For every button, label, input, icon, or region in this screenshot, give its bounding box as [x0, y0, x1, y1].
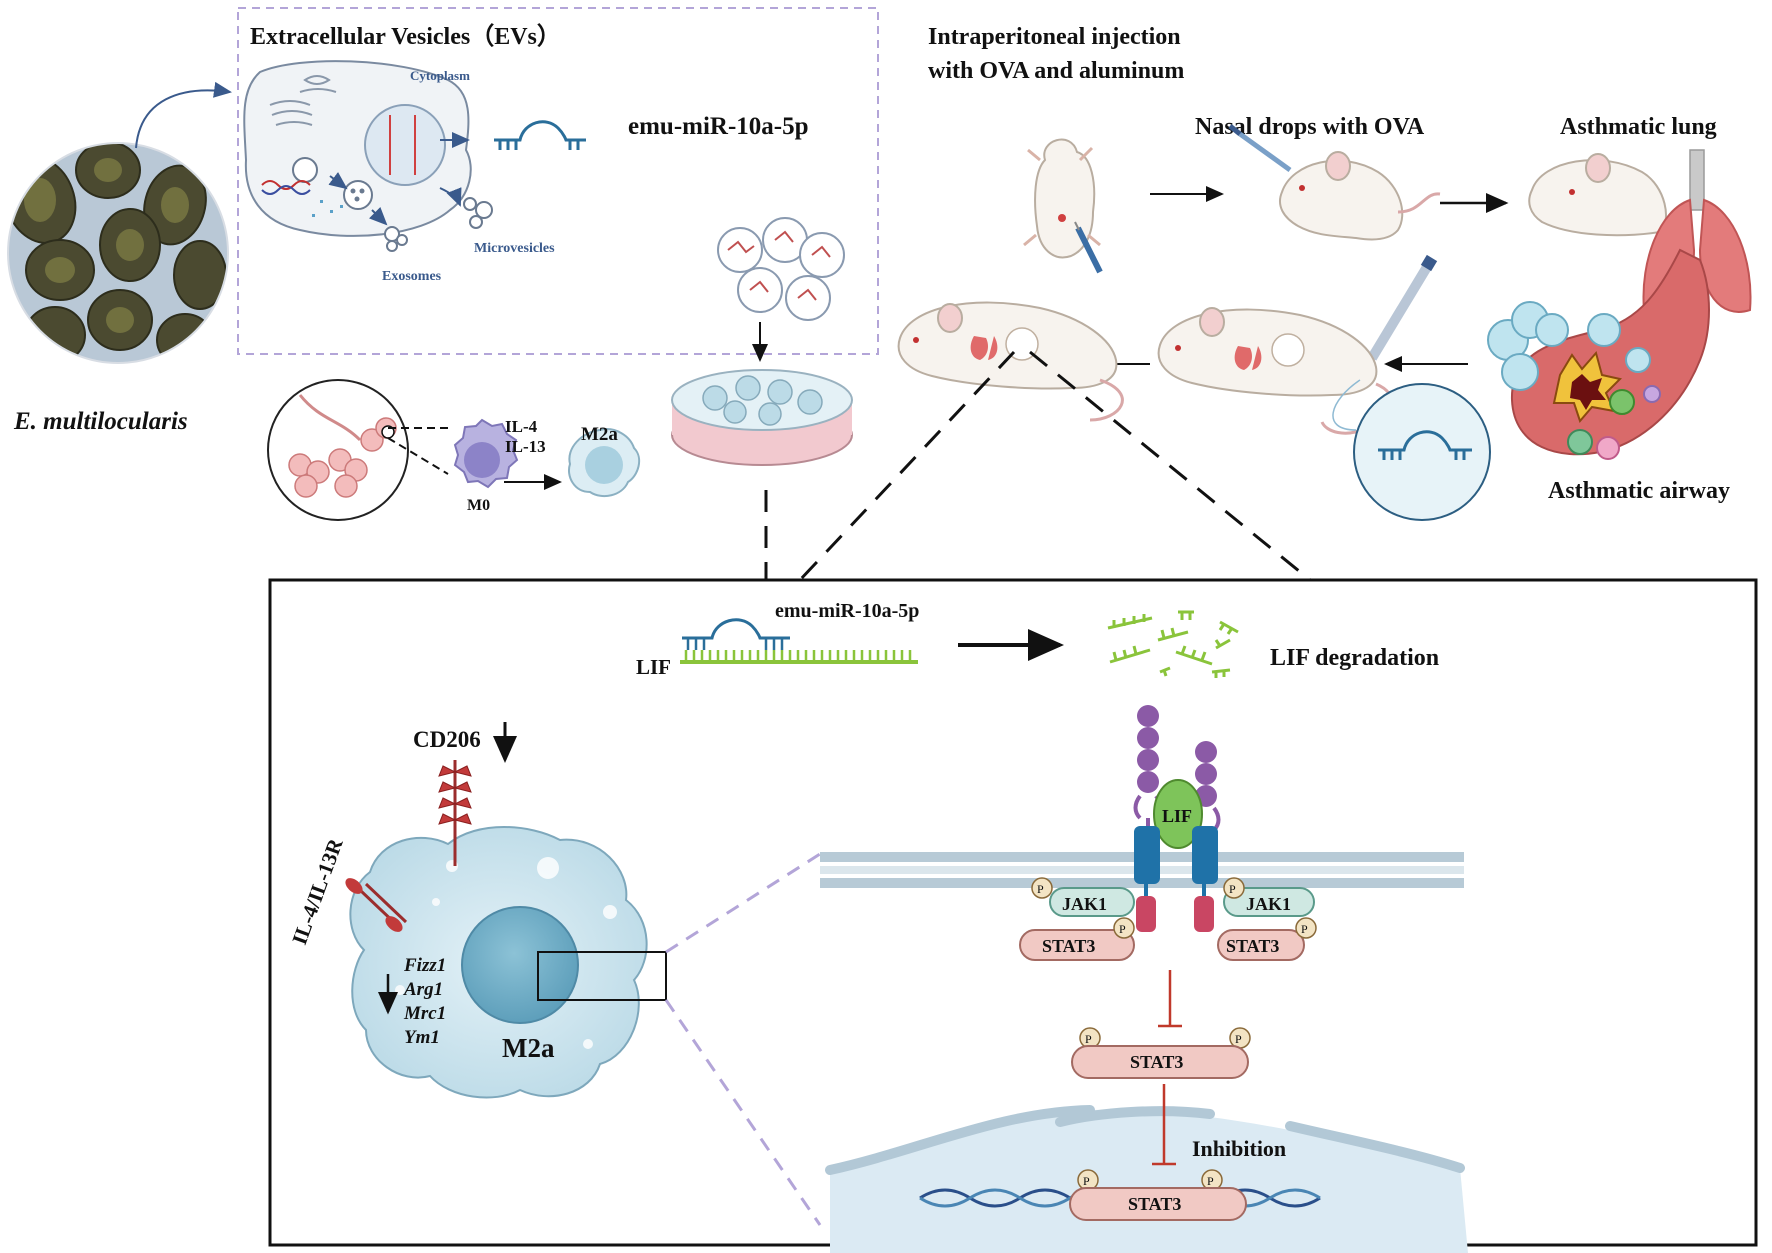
treatment-mirna-inset-icon: [1332, 379, 1491, 521]
gene-arg1: Arg1: [403, 979, 443, 1000]
zoom-line-left: [798, 350, 1016, 582]
stat3-cytoplasm-label: STAT3: [1130, 1052, 1183, 1072]
jak1-right-label: JAK1: [1246, 894, 1291, 914]
stat3-nucleus-pill: [1069, 1187, 1247, 1221]
mirna-lif-duplex-icon: [680, 618, 918, 664]
stat3-cytoplasm-pill: [1071, 1045, 1249, 1079]
gene-fizz1: Fizz1: [403, 955, 446, 976]
ev-box-title: Extracellular Vesicles（EVs）: [250, 23, 561, 50]
phospho-label-1: P: [1037, 882, 1044, 896]
asthmatic-lung-label: Asthmatic lung: [1560, 114, 1717, 140]
nucleus: [825, 1105, 1468, 1253]
jak1-left-pill: [1049, 887, 1135, 917]
gene-mrc1: Mrc1: [403, 1003, 446, 1024]
asthmatic-airway-label: Asthmatic airway: [1548, 478, 1730, 504]
cd206-label: CD206: [413, 727, 481, 752]
inhibition-label: Inhibition: [1192, 1136, 1286, 1161]
ev-mirna-label: emu-miR-10a-5p: [628, 113, 809, 140]
injection-label-line2: with OVA and aluminum: [928, 58, 1184, 84]
lif-protein-label: LIF: [1162, 806, 1192, 826]
ev-box: [237, 7, 879, 355]
analysis-mouse-icon: [897, 301, 1124, 422]
phospho-label-7: P: [1083, 1174, 1090, 1188]
lif-degraded-fragments-icon: [1107, 610, 1239, 678]
jak1-right-pill: [1223, 887, 1315, 917]
il4-il13-receptor-icon: [345, 878, 408, 932]
stat3-right-label: STAT3: [1226, 936, 1279, 956]
m2a-small-label: M2a: [581, 424, 618, 445]
parasite-label: E. multilocularis: [13, 408, 188, 435]
zoom-line-right: [1029, 350, 1311, 582]
e-multilocularis-micrograph: [7, 142, 229, 364]
stat3-left-label: STAT3: [1042, 936, 1095, 956]
asthmatic-airway-icon: [1487, 248, 1710, 460]
phospho-label-3: P: [1119, 922, 1126, 936]
lif-receptor-complex-icon: [1133, 705, 1221, 932]
il13-label: IL-13: [505, 437, 546, 456]
m2a-cell-label: M2a: [502, 1033, 555, 1063]
m0-macrophage-icon: [453, 418, 519, 489]
stat3-nucleus-label: STAT3: [1128, 1194, 1181, 1214]
zoom-region-box: [537, 951, 667, 1001]
phospho-label-2: P: [1229, 882, 1236, 896]
injection-label-line1: Intraperitoneal injection: [928, 24, 1181, 50]
exosomes-label: Exosomes: [382, 269, 442, 284]
phospho-label-6: P: [1235, 1032, 1242, 1046]
alveoli-inset-icon: [267, 379, 409, 521]
mechanism-mirna-label: emu-miR-10a-5p: [775, 600, 919, 622]
alveoli-to-m0-dash-bottom: [387, 437, 449, 475]
supine-mouse-injection-icon: [1023, 138, 1103, 274]
m2a-macrophage-icon: [349, 826, 648, 1099]
ev-secreting-cell: [243, 60, 493, 252]
stat3-right-pill: [1217, 929, 1305, 961]
cd206-receptor-icon: [438, 760, 472, 866]
gene-ym1: Ym1: [404, 1027, 440, 1048]
jak1-left-label: JAK1: [1062, 894, 1107, 914]
phospho-label-5: P: [1085, 1032, 1092, 1046]
parasite-to-ev-arrow: [135, 81, 232, 149]
mirna-icon: [494, 120, 586, 150]
zoom-line-top: [665, 852, 821, 954]
il4-il13r-label: IL-4/IL-13R: [287, 835, 348, 948]
stat3-left-pill: [1019, 929, 1135, 961]
m0-label: M0: [467, 497, 490, 514]
m2a-small-icon: [568, 428, 641, 498]
cytoplasm-label: Cytoplasm: [410, 68, 470, 83]
lif-degradation-label: LIF degradation: [1270, 645, 1439, 671]
petri-dish-icon: [671, 369, 853, 466]
treated-mouse-icon: [1157, 307, 1394, 435]
lif-mrna-label: LIF: [636, 655, 671, 679]
inhibition-symbol-2: [1152, 1084, 1176, 1166]
phospho-label-4: P: [1301, 922, 1308, 936]
nasal-drop-mouse-icon: [1228, 124, 1441, 241]
ev-vesicles-icon: [717, 217, 845, 321]
inhibition-symbol-1: [1158, 970, 1182, 1028]
syringe-icon: [1363, 254, 1438, 373]
zoom-line-bottom: [664, 999, 822, 1226]
microvesicles-label: Microvesicles: [474, 241, 555, 256]
il4-label: IL-4: [505, 417, 538, 436]
phospho-label-8: P: [1207, 1174, 1214, 1188]
asthmatic-mouse-lung-icon: [1528, 149, 1752, 313]
